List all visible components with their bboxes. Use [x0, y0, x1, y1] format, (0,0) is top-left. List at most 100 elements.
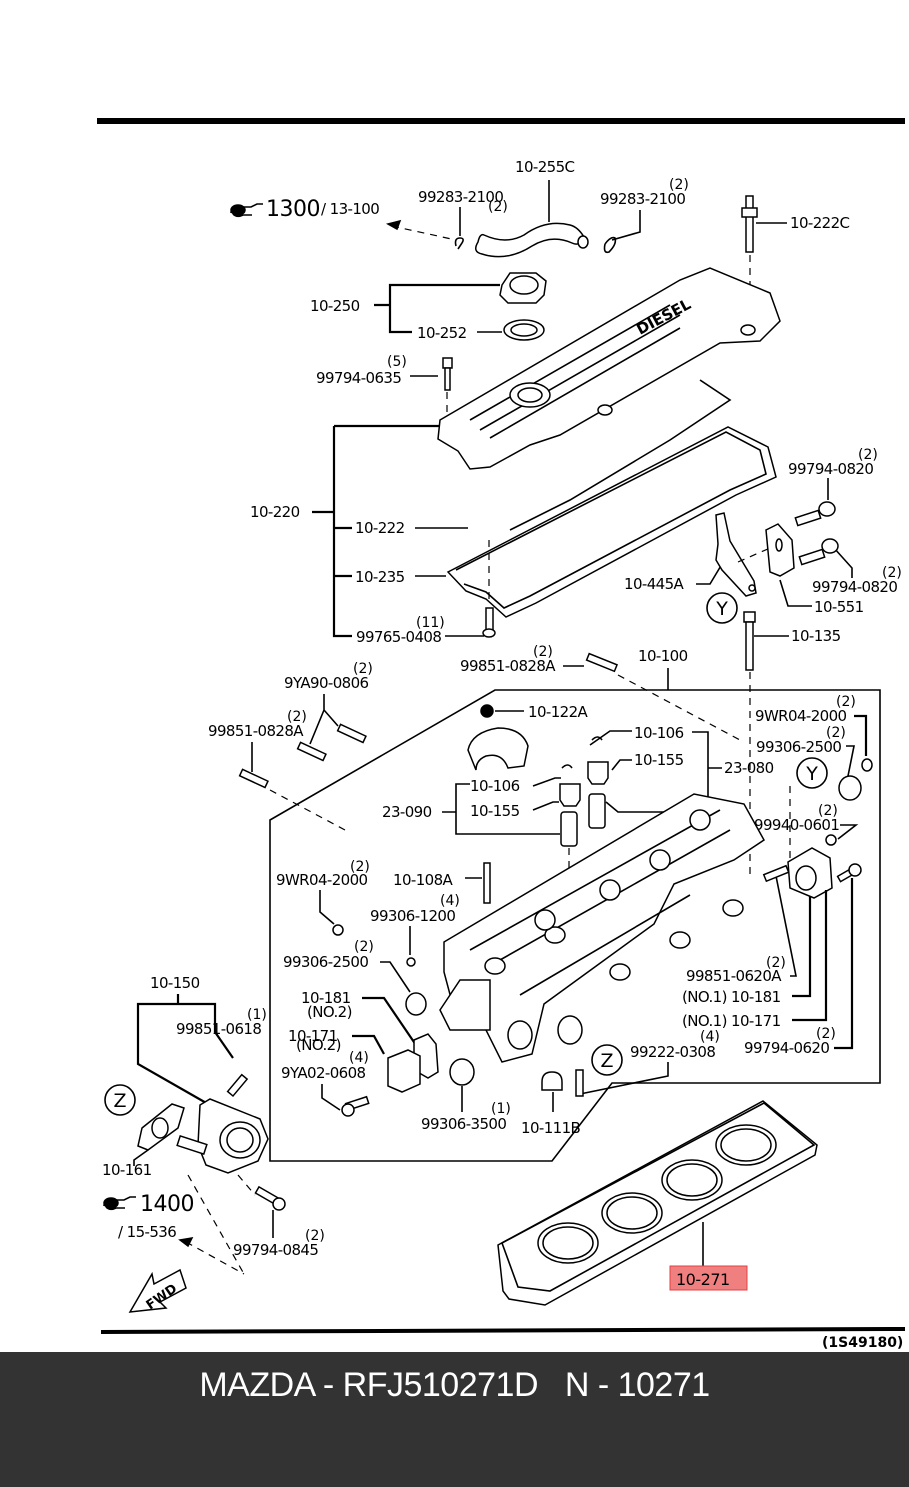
bolt-99794-0635[interactable]: (5) 99794-0635	[316, 354, 453, 415]
bracket-10-551[interactable]: 10-551	[737, 523, 864, 616]
svg-text:(2): (2)	[858, 447, 878, 463]
svg-text:(2): (2)	[766, 955, 786, 971]
svg-text:(1): (1)	[491, 1101, 511, 1117]
diagram-ref-code: (1S49180)	[822, 1335, 903, 1351]
svg-text:10-255C: 10-255C	[515, 158, 575, 176]
cover-10-181-no1[interactable]: (NO.1) 10-181	[682, 847, 833, 1006]
clip-99283-2100-left[interactable]: (2) 99283-2100	[418, 188, 508, 250]
marker-z-left[interactable]: Z	[104, 1084, 136, 1116]
pointing-hand-icon	[230, 203, 263, 218]
svg-text:Y: Y	[805, 763, 818, 785]
svg-text:(4): (4)	[349, 1050, 369, 1066]
svg-text:10-271: 10-271	[676, 1270, 730, 1289]
oil-filler-cap-10-250[interactable]: 10-250	[310, 272, 547, 334]
svg-text:10-106: 10-106	[470, 777, 520, 795]
seal-set-23-090[interactable]: 10-106 10-155 23-090	[382, 764, 581, 920]
plug-9WR04-2000-right[interactable]: (2) 9WR04-2000	[755, 694, 873, 772]
cover-10-171-no2[interactable]: (NO.2) 10-171	[288, 1027, 421, 1093]
marker-y-lower[interactable]: Y	[789, 757, 828, 890]
svg-text:23-090: 23-090	[382, 803, 432, 821]
plug-99940-0601[interactable]: (2) 99940-0601	[754, 803, 859, 846]
marker-z-center[interactable]: Z	[591, 1044, 623, 1076]
svg-text:(2): (2)	[818, 803, 838, 819]
svg-text:(NO.1) 10-171: (NO.1) 10-171	[682, 1012, 781, 1030]
cylinder-head-box-10-100[interactable]: 10-100	[269, 647, 881, 1162]
svg-text:(2): (2)	[350, 859, 370, 875]
head-gasket-10-271[interactable]	[497, 1100, 818, 1306]
stud-10-108A[interactable]: 10-108A	[393, 862, 491, 904]
svg-text:10-150: 10-150	[150, 974, 200, 992]
svg-text:10-122A: 10-122A	[528, 703, 589, 721]
svg-text:1400: 1400	[140, 1192, 194, 1217]
svg-text:(2): (2)	[354, 939, 374, 955]
svg-text:10-181: 10-181	[301, 989, 351, 1007]
cylinder-head	[439, 793, 765, 1063]
highlighted-part-label[interactable]: 10-271	[669, 1265, 748, 1291]
stud-99851-0828A-top[interactable]: (2) 99851-0828A	[460, 644, 741, 741]
svg-text:9YA02-0608: 9YA02-0608	[281, 1064, 366, 1082]
rocker-cover-10-222[interactable]: DIESEL	[437, 267, 781, 470]
svg-text:(2): (2)	[836, 694, 856, 710]
gasket-10-161[interactable]: 10-161	[102, 1103, 185, 1179]
plug-99306-1200[interactable]: (4) 99306-1200	[370, 893, 460, 967]
cover-10-181-no2[interactable]: (NO.2) 10-181	[301, 989, 439, 1079]
stud-9YA90-0806[interactable]: (2) 9YA90-0806	[284, 661, 373, 762]
nut-10-122A[interactable]: 10-122A	[480, 703, 589, 721]
cap-bearing	[467, 727, 529, 771]
svg-text:(2): (2)	[353, 661, 373, 677]
rocker-cover-gasket-10-235[interactable]	[446, 379, 777, 618]
bolt-99794-0820-upper[interactable]: (2) 99794-0820	[788, 447, 878, 527]
bracket-10-445A[interactable]: 10-445A	[624, 512, 757, 597]
marker-y-upper[interactable]: Y	[706, 592, 738, 624]
plug-99306-3500[interactable]: (1) 99306-3500	[421, 1058, 511, 1133]
bottom-rule	[100, 1327, 906, 1334]
svg-text:99765-0408: 99765-0408	[356, 628, 441, 646]
water-outlet-10-150[interactable]: 10-150	[136, 974, 269, 1174]
stud-99851-0618[interactable]: (1) 99851-0618	[176, 1007, 267, 1098]
svg-text:10-252: 10-252	[417, 324, 467, 342]
svg-text:9YA90-0806: 9YA90-0806	[284, 674, 369, 692]
svg-text:99940-0601: 99940-0601	[754, 816, 839, 834]
stud-10-222C[interactable]: 10-222C	[741, 195, 850, 330]
svg-text:10-222: 10-222	[355, 519, 405, 537]
rocker-cover-assy-10-220[interactable]: 10-220 10-222 10-235 (11) 99765-0408	[250, 424, 496, 646]
plug-9WR04-2000-left[interactable]: (2) 9WR04-2000	[276, 859, 370, 936]
svg-text:99283-2100: 99283-2100	[418, 188, 503, 206]
bolt-99794-0845[interactable]: (2) 99794-0845	[233, 1185, 325, 1259]
bolt-9YA02-0608[interactable]: (4) 9YA02-0608	[281, 1050, 370, 1117]
svg-text:(1): (1)	[247, 1007, 267, 1023]
clip-99283-2100-right[interactable]: (2) 99283-2100	[600, 177, 689, 254]
svg-text:10-100: 10-100	[638, 647, 688, 665]
bolt-99794-0820-lower[interactable]: 99794-0820 (2)	[798, 538, 902, 596]
cross-ref-1400[interactable]: 1400 / 15-536	[103, 1192, 195, 1241]
svg-text:(NO.1) 10-181: (NO.1) 10-181	[682, 988, 781, 1006]
svg-text:(2): (2)	[669, 177, 689, 193]
fwd-arrow: FWD	[128, 1268, 187, 1313]
plug-99306-2500-left[interactable]: (2) 99306-2500	[283, 939, 427, 1016]
svg-text:10-155: 10-155	[470, 802, 520, 820]
svg-text:10-155: 10-155	[634, 751, 684, 769]
hose-10-255C[interactable]: 10-255C	[475, 158, 589, 258]
plug-99306-2500-right[interactable]: (2) 99306-2500	[756, 725, 862, 801]
bolt-99794-0620[interactable]: (2) 99794-0620	[744, 863, 862, 1057]
svg-text:10-171: 10-171	[288, 1027, 338, 1045]
stud-99851-0620A[interactable]: (2) 99851-0620A	[686, 864, 797, 985]
svg-text:99306-2500: 99306-2500	[283, 953, 368, 971]
pointing-hand-icon	[103, 1196, 136, 1211]
svg-text:(2): (2)	[882, 565, 902, 581]
svg-text:99794-0620: 99794-0620	[744, 1039, 829, 1057]
svg-text:(5): (5)	[387, 354, 407, 370]
stud-99851-0828A-left[interactable]: (2) 99851-0828A	[208, 709, 346, 831]
svg-text:99851-0828A: 99851-0828A	[460, 657, 556, 675]
svg-text:10-551: 10-551	[814, 598, 864, 616]
cover-10-171-no1[interactable]: (NO.1) 10-171	[682, 890, 828, 1030]
plug-10-111B[interactable]: 10-111B	[521, 1071, 581, 1137]
footer-bar: MAZDA - RFJ510271D N - 10271	[0, 1352, 909, 1487]
stud-99222-0308[interactable]: (4) 99222-0308	[575, 1029, 720, 1097]
svg-text:(2): (2)	[287, 709, 307, 725]
svg-text:99794-0820: 99794-0820	[812, 578, 897, 596]
cross-ref-1300[interactable]: 1300 / 13-100	[230, 197, 380, 222]
gasket-10-252[interactable]: 10-252	[417, 319, 545, 342]
svg-text:/ 15-536: / 15-536	[118, 1223, 176, 1241]
svg-text:99283-2100: 99283-2100	[600, 190, 685, 208]
